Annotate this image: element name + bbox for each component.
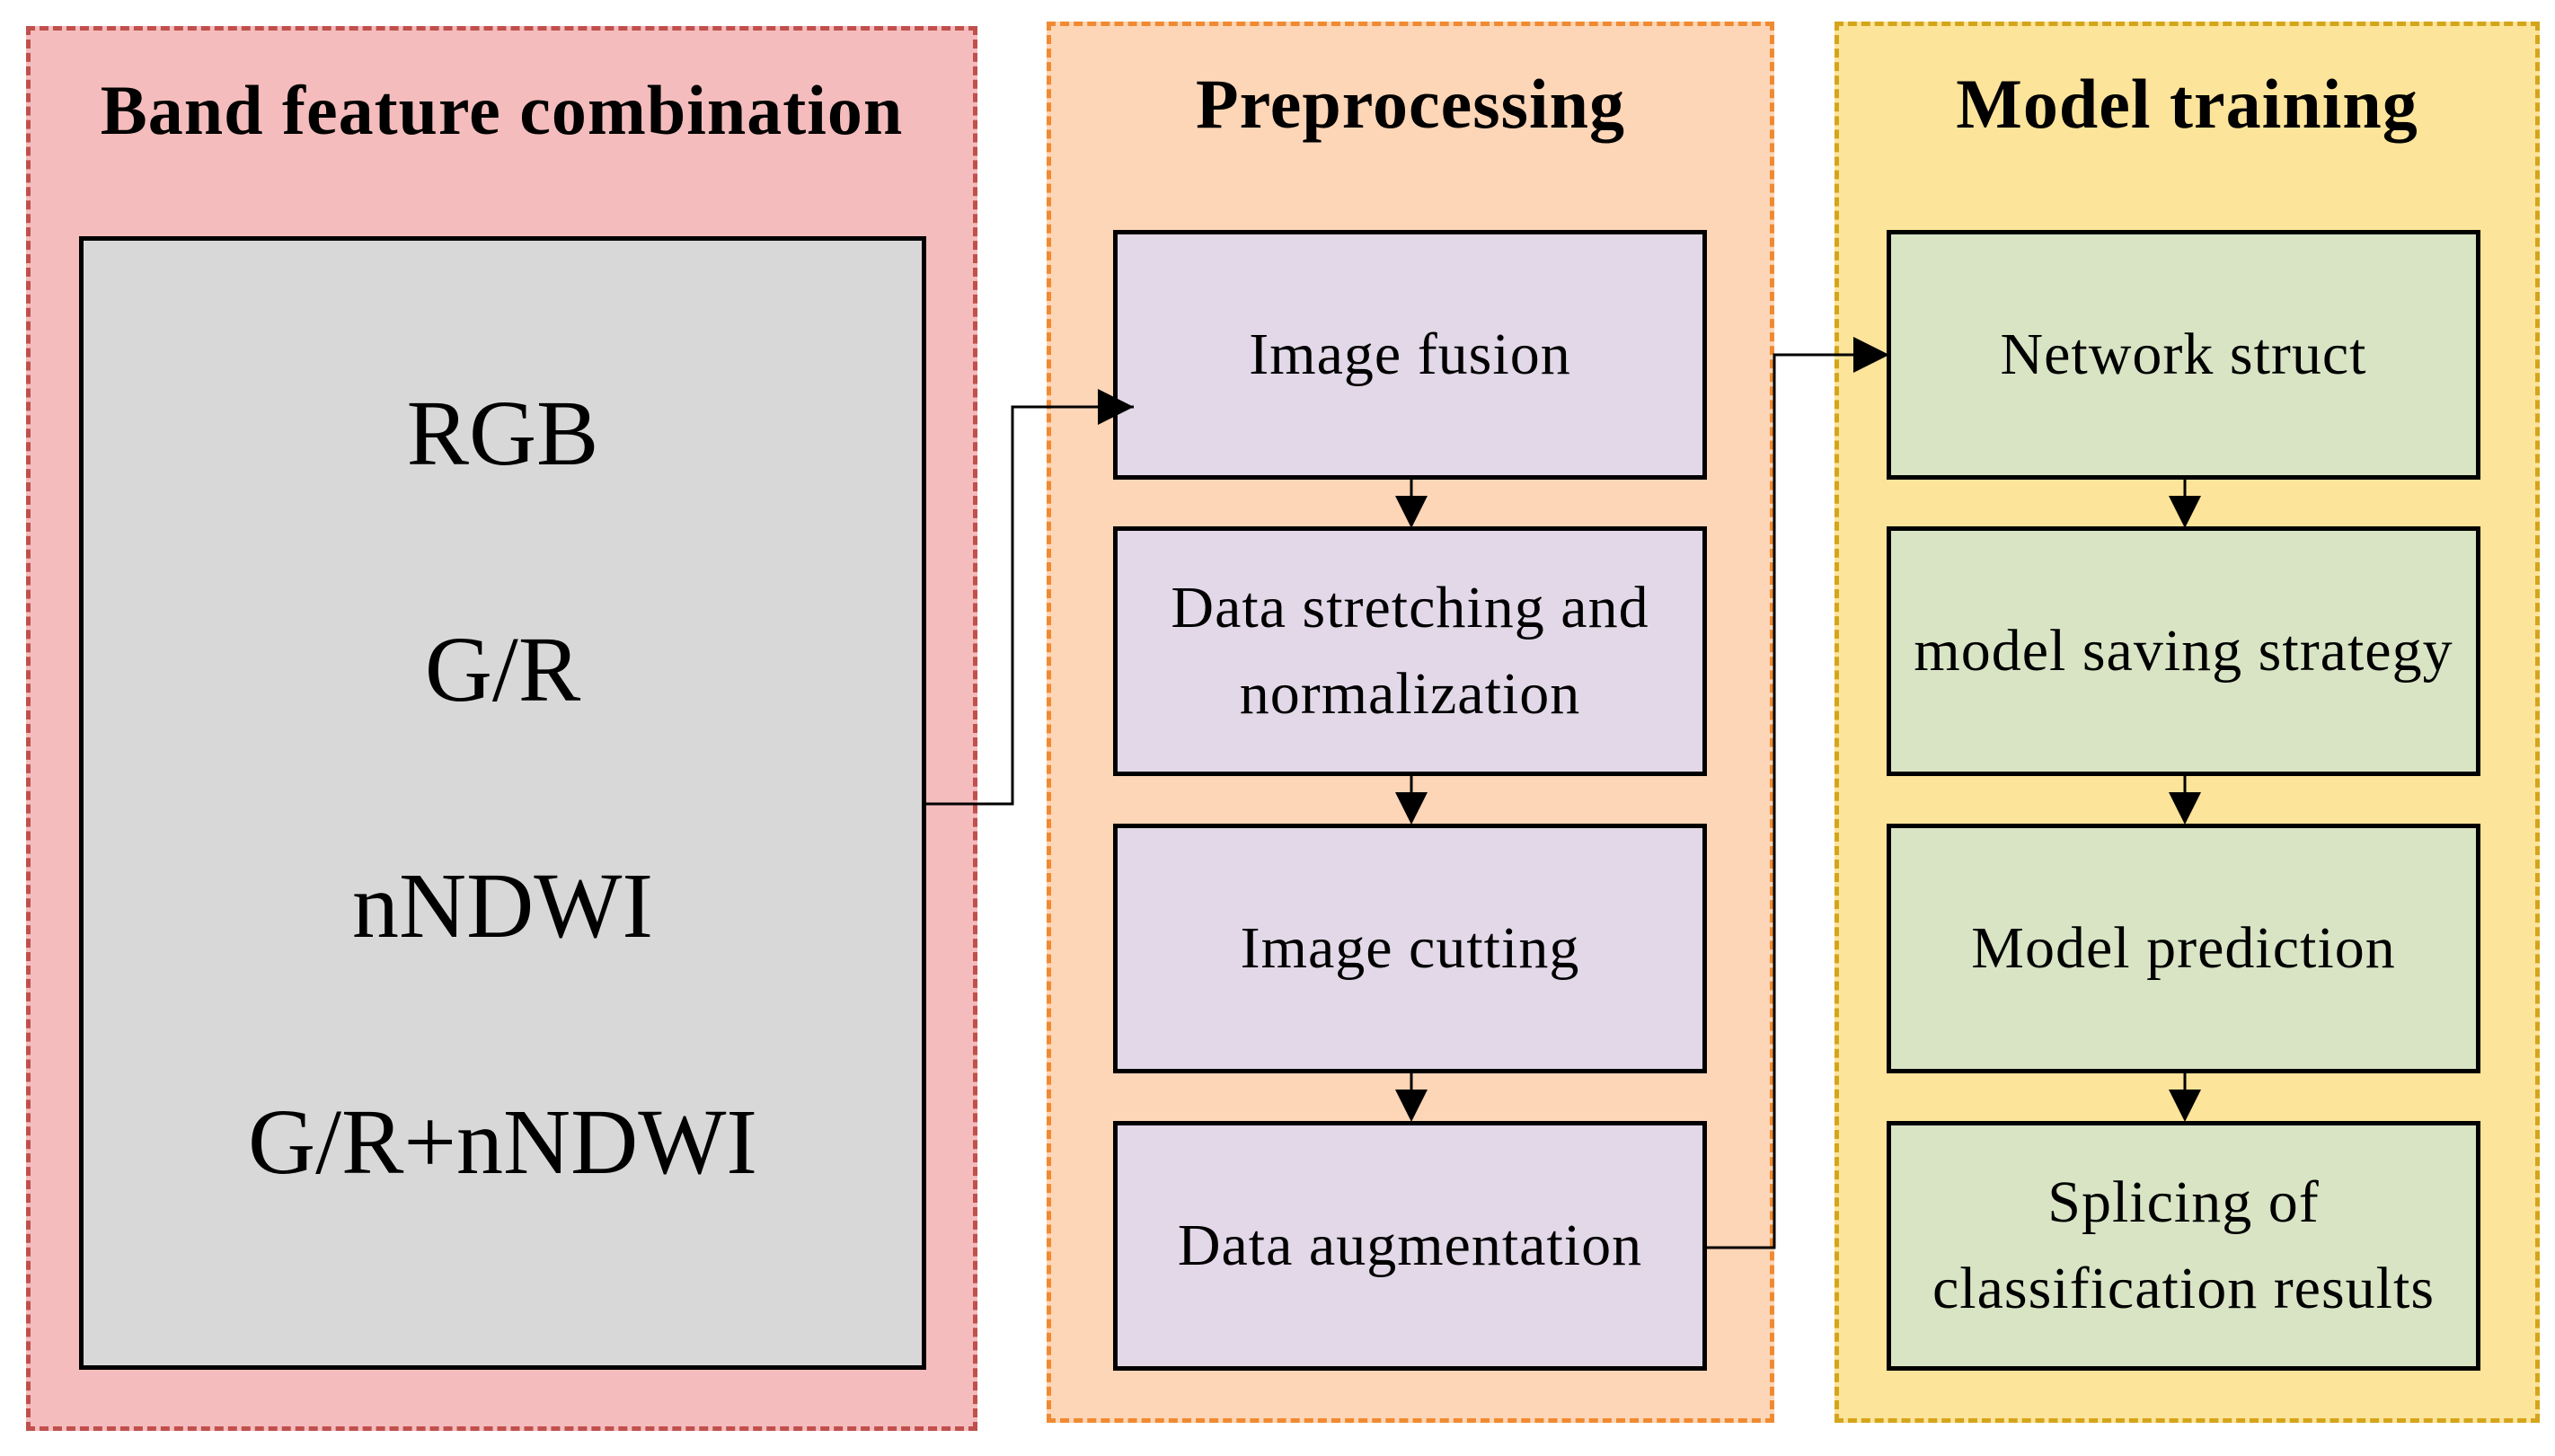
band-item-gr: G/R: [424, 618, 581, 721]
step-label: model saving strategy: [1914, 618, 2453, 684]
step-label: Data augmentation: [1177, 1213, 1643, 1279]
band-combination-box: RGB G/R nNDWI G/R+nNDWI: [79, 236, 926, 1370]
step-label: Model prediction: [1971, 915, 2396, 982]
step-model-prediction: Model prediction: [1887, 824, 2480, 1073]
band-feature-title: Band feature combination: [100, 71, 904, 149]
step-label: Network struct: [2000, 322, 2367, 388]
band-item-gr-nndwi: G/R+nNDWI: [247, 1090, 758, 1194]
step-data-augmentation: Data augmentation: [1113, 1121, 1707, 1371]
step-image-fusion: Image fusion: [1113, 230, 1707, 480]
step-label: Image cutting: [1240, 915, 1580, 982]
step-label: Image fusion: [1249, 322, 1571, 388]
step-data-stretching: Data stretching and normalization: [1113, 526, 1707, 776]
step-label: classification results: [1932, 1256, 2436, 1321]
band-item-rgb: RGB: [406, 382, 599, 485]
band-item-nndwi: nNDWI: [351, 854, 653, 957]
step-splicing-results: Splicing of classification results: [1887, 1121, 2480, 1371]
step-label: Splicing of: [2047, 1169, 2320, 1236]
step-image-cutting: Image cutting: [1113, 824, 1707, 1073]
step-model-saving: model saving strategy: [1887, 526, 2480, 776]
model-training-title: Model training: [1956, 65, 2418, 143]
step-network-struct: Network struct: [1887, 230, 2480, 480]
step-label: Data stretching and: [1171, 575, 1649, 641]
preprocessing-title: Preprocessing: [1195, 65, 1626, 143]
step-label: normalization: [1239, 661, 1581, 727]
